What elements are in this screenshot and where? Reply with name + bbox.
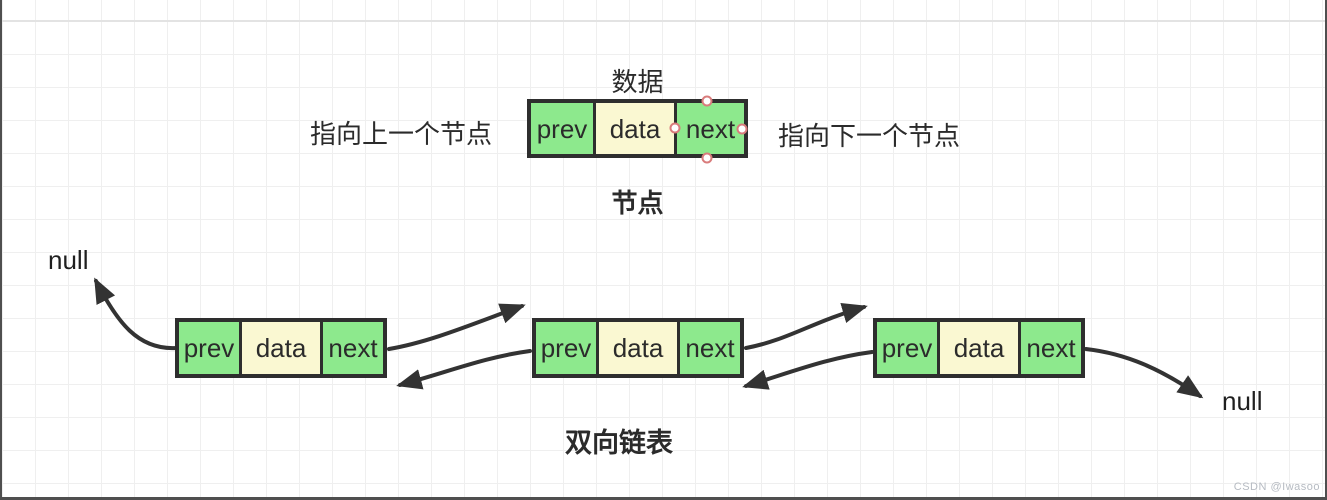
node-caption: 节点 (611, 188, 664, 218)
list-node-2: prev data next (532, 318, 744, 378)
list-node-1-next-cell: next (320, 322, 383, 374)
next-cell-label: next (328, 333, 378, 363)
data-cell-label: data (255, 333, 307, 363)
prev-annotation: 指向上一个节点 (309, 119, 492, 149)
prev-cell-label: prev (540, 333, 592, 363)
selection-handle-bottom (701, 152, 713, 164)
selection-handle-right (736, 123, 748, 135)
detail-node: prev data next (527, 99, 748, 158)
null-right-label: null (1222, 386, 1263, 416)
prev-cell-label: prev (536, 113, 588, 144)
diagram-caption: 双向链表 (565, 428, 673, 458)
list-node-1-prev-cell: prev (179, 322, 239, 374)
data-cell-label: data (612, 333, 664, 363)
detail-node-next-cell: next (674, 103, 744, 154)
selection-handle-top (701, 95, 713, 107)
left-edge-line (0, 0, 2, 500)
data-annotation: 数据 (611, 67, 664, 97)
arrow-node3-prev-to-node2 (742, 350, 874, 390)
arrow-node1-prev-to-null-left (94, 277, 178, 351)
arrow-node2-prev-to-node1 (396, 349, 532, 390)
detail-node-prev-cell: prev (531, 103, 593, 154)
right-edge-line (1325, 0, 1327, 500)
next-cell-label: next (1026, 333, 1076, 363)
list-node-1-data-cell: data (239, 322, 320, 374)
detail-node-data-cell: data (593, 103, 674, 154)
list-node-2-next-cell: next (677, 322, 740, 374)
next-cell-label: next (685, 113, 736, 144)
list-node-3-next-cell: next (1018, 322, 1081, 374)
next-cell-label: next (685, 333, 735, 363)
list-node-3: prev data next (873, 318, 1085, 378)
list-node-2-prev-cell: prev (536, 322, 596, 374)
grid-major-line (0, 20, 1327, 22)
watermark: CSDN @Iwasoo (1233, 481, 1320, 493)
selection-handle-left (669, 122, 681, 134)
arrow-node1-next-to-node2 (387, 303, 526, 351)
prev-cell-label: prev (183, 333, 235, 363)
list-node-3-prev-cell: prev (877, 322, 937, 374)
data-cell-label: data (609, 113, 661, 144)
null-left-label: null (48, 245, 89, 275)
arrow-node3-next-to-null-right (1084, 347, 1204, 399)
list-node-1: prev data next (175, 318, 387, 378)
list-node-3-data-cell: data (937, 322, 1018, 374)
list-node-2-data-cell: data (596, 322, 677, 374)
bottom-edge-line (0, 497, 1327, 500)
prev-cell-label: prev (881, 333, 933, 363)
arrow-node2-next-to-node3 (744, 302, 868, 350)
data-cell-label: data (953, 333, 1005, 363)
next-annotation: 指向下一个节点 (778, 121, 961, 151)
